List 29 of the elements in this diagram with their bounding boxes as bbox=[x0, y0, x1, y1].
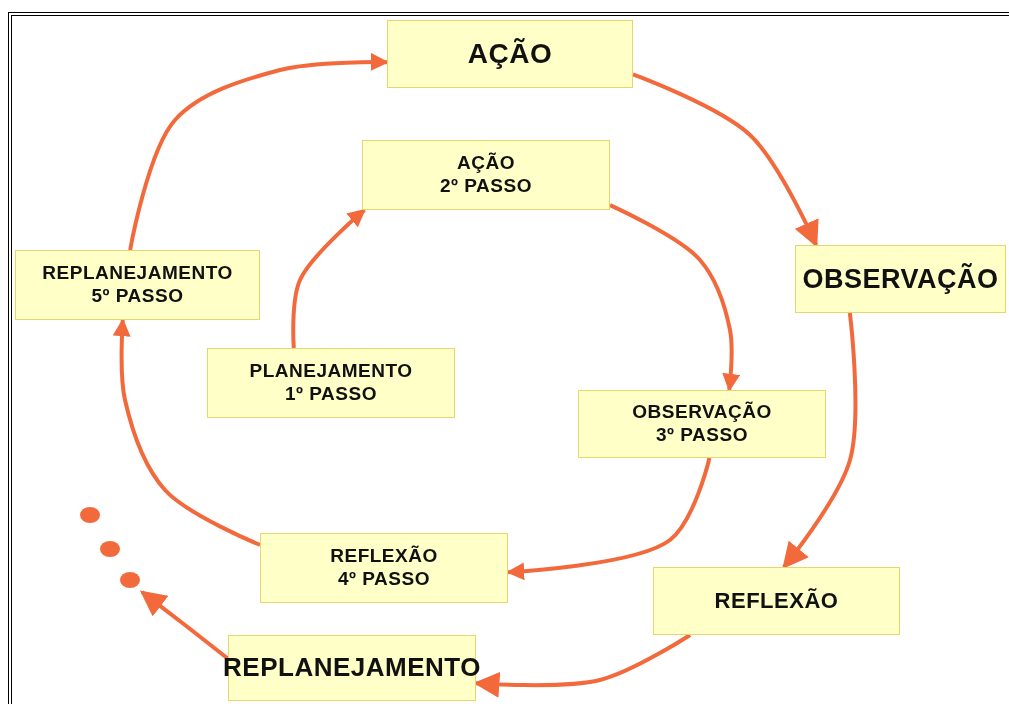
box-title: AÇÃO bbox=[467, 37, 553, 71]
process-box bbox=[795, 245, 1006, 313]
arrow bbox=[139, 590, 230, 661]
step-label: 5º PASSO bbox=[91, 285, 184, 308]
box-title: PLANEJAMENTO bbox=[249, 360, 413, 383]
arrow bbox=[506, 457, 712, 581]
arrow bbox=[782, 312, 858, 569]
arrow bbox=[112, 318, 261, 547]
box-title: REPLANEJAMENTO bbox=[223, 652, 481, 684]
process-box bbox=[362, 140, 610, 210]
step-label: 4º PASSO bbox=[338, 568, 430, 591]
step-label: 2º PASSO bbox=[440, 175, 532, 198]
process-box bbox=[387, 20, 633, 88]
box-title: REFLEXÃO bbox=[330, 545, 438, 568]
box-title: REPLANEJAMENTO bbox=[42, 262, 233, 285]
arrow bbox=[609, 203, 741, 392]
box-title: REFLEXÃO bbox=[714, 587, 839, 615]
step-label: 1º PASSO bbox=[285, 383, 377, 406]
step-label: 3º PASSO bbox=[656, 424, 748, 447]
process-box bbox=[207, 348, 455, 418]
box-title: OBSERVAÇÃO bbox=[802, 262, 999, 296]
process-box bbox=[15, 250, 260, 320]
process-box bbox=[260, 533, 508, 603]
process-box bbox=[653, 567, 900, 635]
box-title: AÇÃO bbox=[457, 152, 515, 175]
arrow bbox=[128, 52, 389, 251]
arrow bbox=[291, 208, 366, 349]
box-title: OBSERVAÇÃO bbox=[632, 401, 772, 424]
process-box bbox=[578, 390, 826, 458]
